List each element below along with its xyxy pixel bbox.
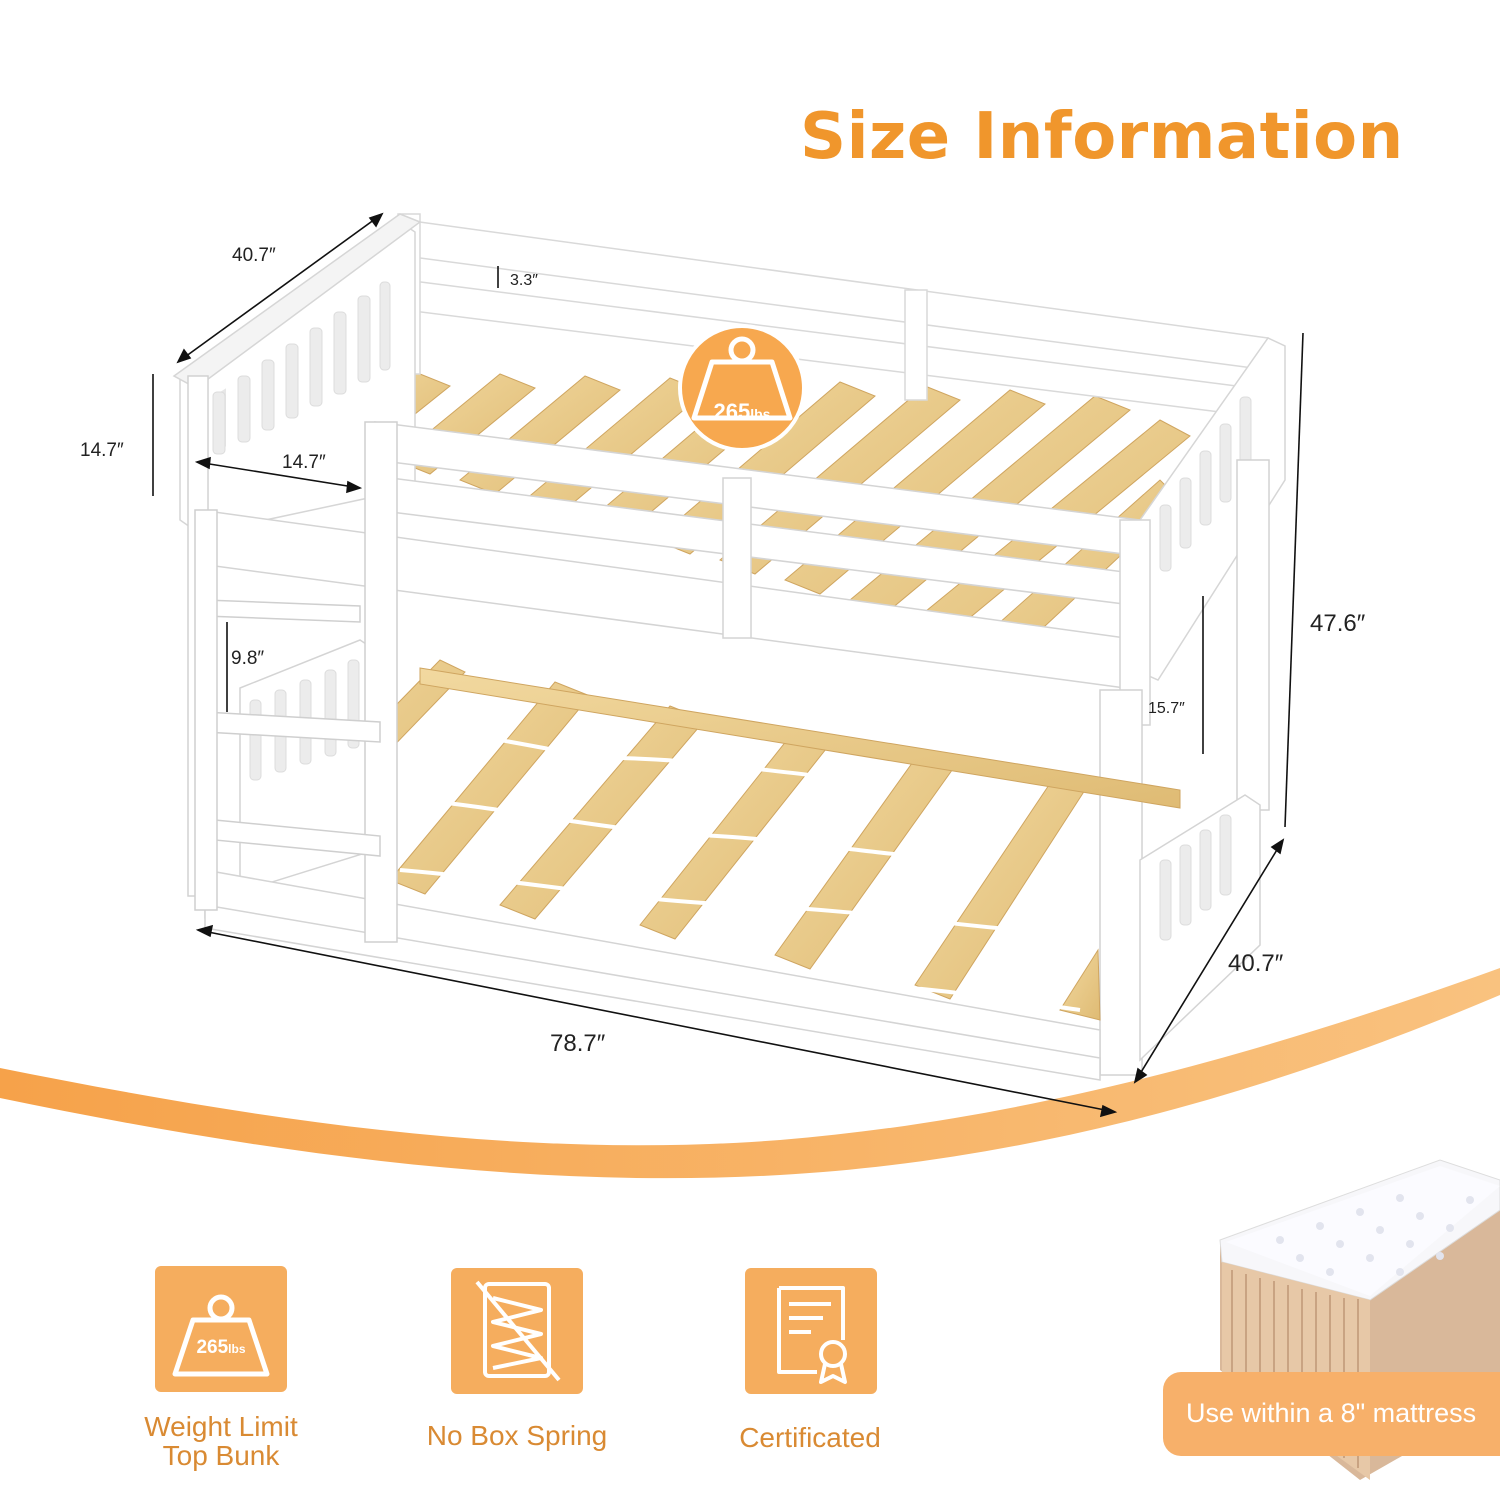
bottom-slats	[244, 659, 1181, 1021]
svg-text:265lbs: 265lbs	[714, 399, 771, 424]
page-title: Size Information	[800, 100, 1404, 174]
top-front-guardrail	[199, 421, 1151, 726]
feature-weight-unit: lbs	[228, 1342, 246, 1356]
svg-text:265lbs: 265lbs	[196, 1337, 245, 1358]
no-box-spring-icon	[475, 1280, 561, 1382]
feature-certificate-tile	[745, 1268, 877, 1394]
dim-total-height: 47.6″	[1310, 610, 1366, 637]
mattress-note-text: Use within a 8" mattress	[1186, 1398, 1477, 1428]
feature-no-box-spring-tile	[451, 1268, 583, 1394]
weight-badge-circle	[678, 324, 806, 452]
weight-badge-label: 265lbs	[714, 399, 771, 424]
feature-weight-tile: 265lbs	[155, 1266, 287, 1392]
mattress-note-badge	[1163, 1372, 1500, 1456]
dim-ladder-entry-width: 14.7″	[282, 452, 326, 473]
dim-guardrail-gap: 3.3″	[510, 272, 538, 289]
dim-bottom-depth: 40.7″	[1228, 950, 1284, 977]
dim-guardrail-height: 14.7″	[80, 440, 124, 461]
certificate-icon	[777, 1286, 847, 1384]
dim-under-bunk-clearance: 15.7″	[1148, 700, 1185, 717]
dim-length: 78.7″	[550, 1030, 606, 1057]
dimension-lines	[152, 212, 1304, 1118]
orange-wave	[0, 968, 1500, 1179]
ladder	[194, 421, 398, 943]
weight-badge-unit: lbs	[750, 406, 770, 422]
weight-badge-value: 265	[714, 399, 751, 424]
weight-icon: 265lbs	[172, 1294, 270, 1377]
feature-weight-label-line2: Top Bunk	[162, 1440, 280, 1471]
dim-top-depth: 40.7″	[232, 245, 276, 266]
dim-ladder-step: 9.8″	[231, 648, 265, 669]
feature-weight-value: 265	[196, 1337, 228, 1358]
feature-no-box-spring-label: No Box Spring	[426, 1420, 608, 1451]
feature-certificate-label: Certificated	[739, 1422, 881, 1453]
feature-weight-label-line1: Weight Limit	[144, 1411, 298, 1442]
feature-weight-label: Weight Limit Top Bunk	[118, 1412, 324, 1470]
